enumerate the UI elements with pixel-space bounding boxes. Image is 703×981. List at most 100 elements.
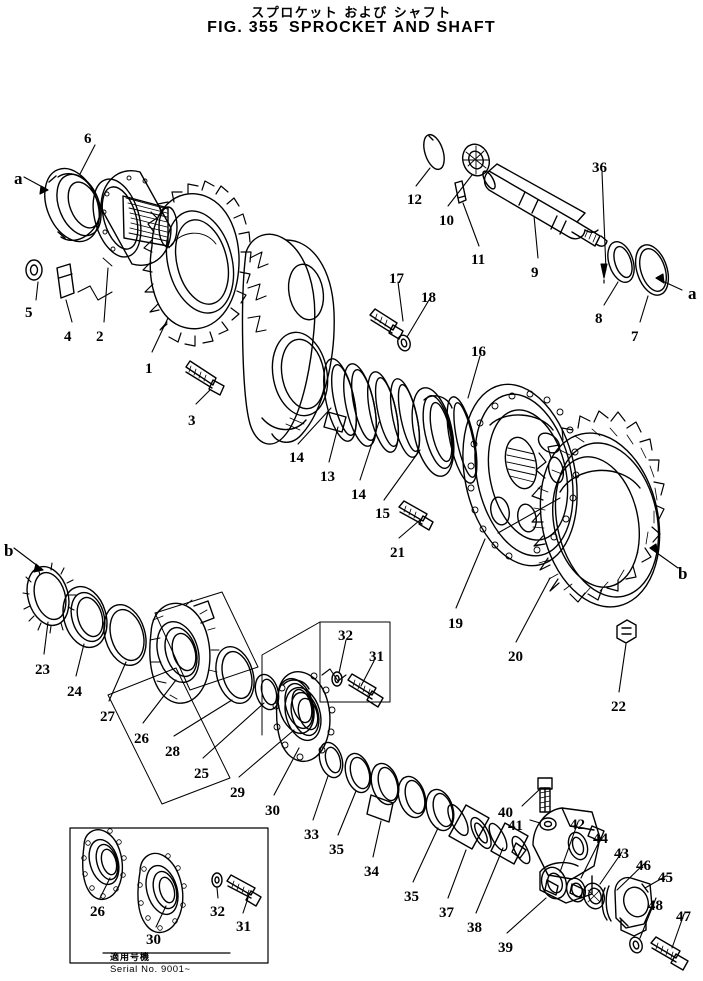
bushing-37 xyxy=(447,803,492,850)
washer-5 xyxy=(25,259,43,281)
washer-48 xyxy=(629,936,643,954)
washer-41 xyxy=(539,817,557,831)
callout-n23: 23 xyxy=(35,662,50,678)
callout-n4: 4 xyxy=(64,329,72,345)
washer-18 xyxy=(397,334,411,352)
bolt-31 xyxy=(347,673,384,708)
drive-shaft-9 xyxy=(482,163,608,247)
callout-n15: 15 xyxy=(375,506,390,522)
callout-b-left: b xyxy=(4,541,14,560)
callout-n17: 17 xyxy=(389,271,404,287)
inset-washer-32 xyxy=(211,872,223,888)
sprocket-rim-20 xyxy=(531,410,665,608)
ring-35b xyxy=(425,788,455,832)
callout-n46: 46 xyxy=(636,858,651,874)
seal-33 xyxy=(318,741,344,779)
lock-washer-23 xyxy=(22,562,77,634)
callout-n43: 43 xyxy=(614,846,629,862)
callout-n22: 22 xyxy=(611,699,626,715)
callout-n11: 11 xyxy=(471,252,486,268)
yoke-45 xyxy=(614,876,653,937)
callout-n12: 12 xyxy=(407,192,422,208)
callout-n6: 6 xyxy=(84,131,92,147)
callout-n26i: 26 xyxy=(90,904,105,920)
callout-n40: 40 xyxy=(498,805,513,821)
tab-34 xyxy=(366,794,394,823)
callout-n9: 9 xyxy=(531,265,539,281)
callout-n37: 37 xyxy=(439,905,454,921)
washer-44 xyxy=(565,877,587,903)
bearing-10 xyxy=(461,143,491,177)
callout-n30: 30 xyxy=(265,803,280,819)
inset-serial-caption: 適用号機 Serial No. 9001~ xyxy=(110,953,191,975)
callout-n32: 32 xyxy=(338,628,353,644)
bolt-21 xyxy=(398,500,434,531)
spacer-16 xyxy=(446,396,478,484)
callout-n20: 20 xyxy=(508,649,523,665)
callout-n10: 10 xyxy=(439,213,454,229)
callout-n34: 34 xyxy=(364,864,379,880)
leader-lines xyxy=(13,144,685,949)
oil-seal-8 xyxy=(607,240,635,284)
callout-n45: 45 xyxy=(658,870,673,886)
callout-n41: 41 xyxy=(508,818,523,834)
callout-n5: 5 xyxy=(25,305,33,321)
callout-n42: 42 xyxy=(570,817,585,833)
callout-a-right: a xyxy=(688,284,697,303)
o-ring-7 xyxy=(634,244,670,296)
pin-11 xyxy=(454,180,467,204)
sprocket-hub-19 xyxy=(462,383,580,567)
final-drive-housing xyxy=(241,233,335,445)
callout-n29: 29 xyxy=(230,785,245,801)
callout-b-right: b xyxy=(678,564,688,583)
inset-bolt-31 xyxy=(226,874,262,907)
callout-n3: 3 xyxy=(188,413,196,429)
disc-stack-13-14 xyxy=(323,358,421,458)
bolt-40 xyxy=(537,777,553,813)
callout-n27: 27 xyxy=(100,709,115,725)
callout-n39: 39 xyxy=(498,940,513,956)
flange-30 xyxy=(272,671,336,762)
bearing-cone-6 xyxy=(44,167,102,243)
callout-n47: 47 xyxy=(676,909,691,925)
callout-n31i: 31 xyxy=(236,919,251,935)
callout-n26: 26 xyxy=(134,731,149,747)
sprocket-gear-1 xyxy=(142,180,252,347)
callout-n14a: 14 xyxy=(289,450,304,466)
snap-ring-46 xyxy=(601,885,612,922)
group-box-31-32 xyxy=(319,621,391,703)
bolt-3 xyxy=(185,360,225,396)
callout-n35a: 35 xyxy=(329,842,344,858)
bracket-line-2 xyxy=(77,285,113,301)
o-ring-27 xyxy=(103,603,147,667)
callout-n38: 38 xyxy=(467,920,482,936)
callout-n31: 31 xyxy=(369,649,384,665)
callout-n14b: 14 xyxy=(351,487,366,503)
callout-n8: 8 xyxy=(595,311,603,327)
callout-n1: 1 xyxy=(145,361,153,377)
callout-a-left: a xyxy=(14,169,23,188)
callout-n35b: 35 xyxy=(404,889,419,905)
callout-n33: 33 xyxy=(304,827,319,843)
group-box-25-29-30 xyxy=(107,667,231,805)
ring-24 xyxy=(62,585,108,649)
inset-caption-english: Serial No. 9001~ xyxy=(110,964,191,975)
nut-22 xyxy=(616,619,637,644)
seal-42 xyxy=(540,866,568,900)
ring-35a xyxy=(344,752,372,794)
bolt-47 xyxy=(650,936,689,971)
inset-box xyxy=(69,827,269,964)
hub-to-rim-leader xyxy=(497,497,561,534)
group-box-26-28 xyxy=(154,591,259,691)
figure-number: FIG. 355 xyxy=(207,19,280,36)
bushing-38 xyxy=(488,822,531,865)
callout-n30i: 30 xyxy=(146,932,161,948)
key-4 xyxy=(56,263,75,299)
callout-n48: 48 xyxy=(648,898,663,914)
snap-ring-12 xyxy=(423,133,445,171)
callout-n25: 25 xyxy=(194,766,209,782)
callout-n24: 24 xyxy=(67,684,82,700)
